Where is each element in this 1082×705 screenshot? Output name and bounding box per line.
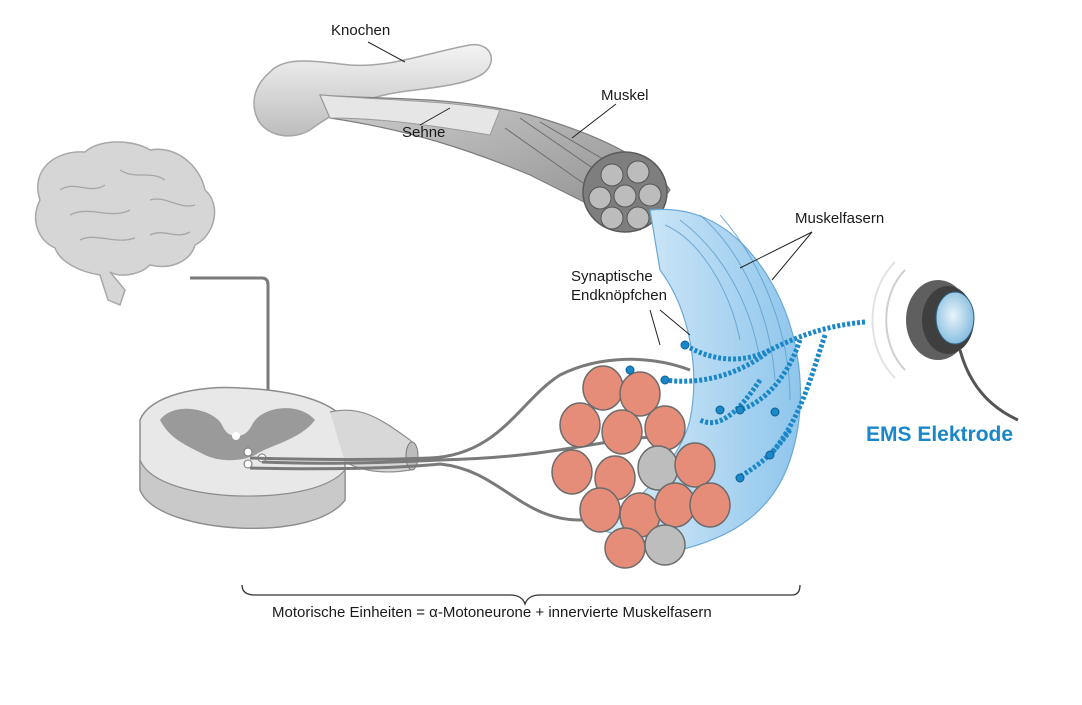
bone [253,44,492,137]
fiber-cross-sections [551,365,731,569]
label-muskelfasern: Muskelfasern [795,210,885,227]
caption-motor-units: Motorische Einheiten = α-Motoneurone + i… [272,604,712,621]
spinal-cord [139,386,419,529]
synaptic-nerve-branches [664,319,866,483]
label-endknoepfchen: Endknöpfchen [571,287,667,304]
synaptic-terminals [625,340,780,483]
motor-unit-brace [241,584,801,607]
ems-electrode [871,261,1019,422]
muscle [319,94,671,233]
descending-nerve [190,276,270,452]
label-sehne: Sehne [402,124,446,141]
label-muskel: Muskel [601,87,649,104]
label-synaptische: Synaptische [571,268,653,285]
label-ems-elektrode: EMS Elektrode [866,423,1014,446]
label-knochen: Knochen [331,22,391,39]
leader-lines [367,41,813,346]
brain [34,141,216,307]
